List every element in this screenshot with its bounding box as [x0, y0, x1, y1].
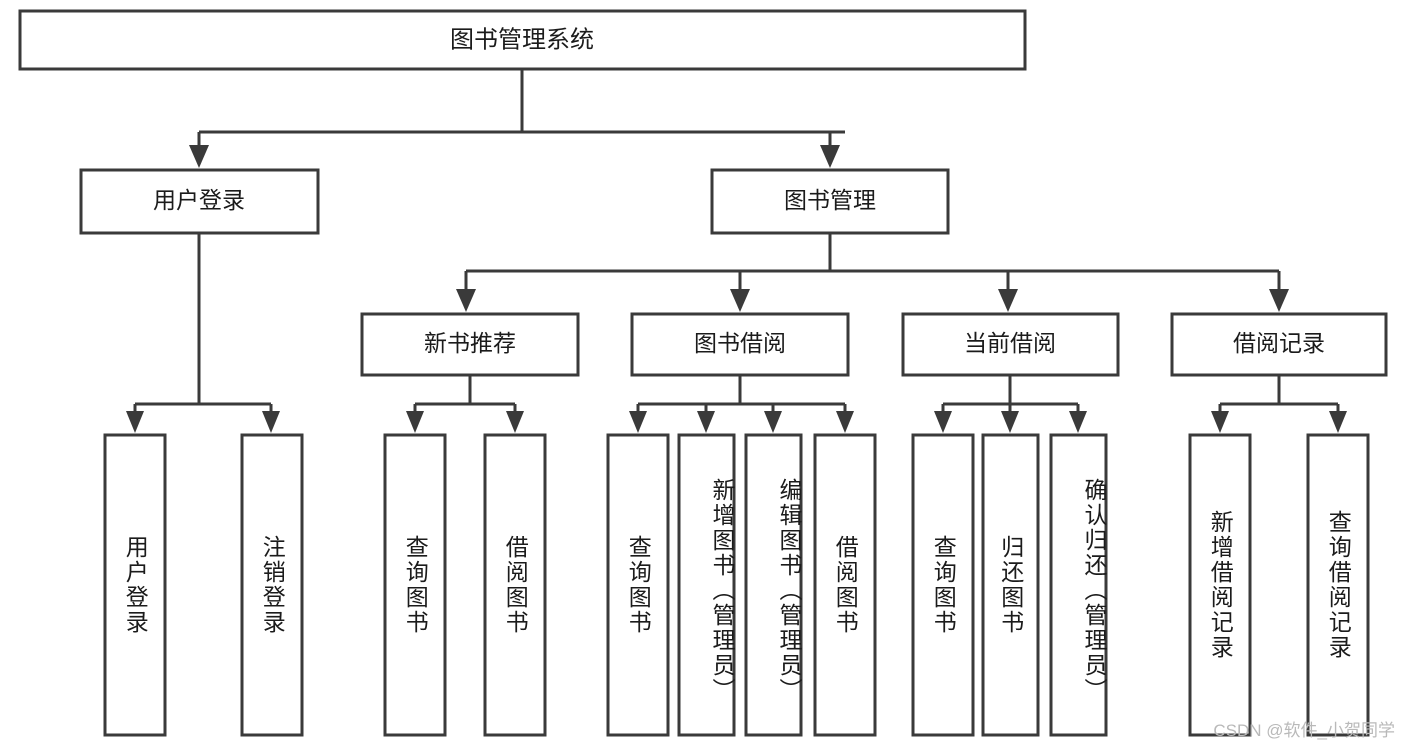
node-new-book-rec[interactable]: 新书推荐: [360, 312, 580, 377]
node-leaf-add-book-admin-box[interactable]: [677, 433, 736, 737]
node-leaf-user-logout-box[interactable]: [240, 433, 304, 737]
connector-group-book-manage-to-level3: [456, 233, 1289, 312]
arrowhead-leaf-add-book-admin: [697, 411, 715, 433]
node-leaf-query-book-brw-box[interactable]: [606, 433, 670, 737]
node-book-borrow-label: 图书借阅: [694, 330, 786, 356]
arrowhead-borrow-record: [1269, 289, 1289, 312]
node-borrow-record-label: 借阅记录: [1233, 330, 1325, 356]
node-root-box[interactable]: [18, 9, 1027, 71]
arrowhead-book-manage: [820, 145, 840, 168]
node-borrow-record[interactable]: 借阅记录: [1170, 312, 1388, 377]
node-new-book-rec-box[interactable]: [360, 312, 580, 377]
node-borrow-record-box[interactable]: [1170, 312, 1388, 377]
node-current-borrow-label: 当前借阅: [964, 330, 1056, 356]
node-leaf-borrow-book-brw-box[interactable]: [813, 433, 877, 737]
node-user-login-label: 用户登录: [153, 187, 245, 213]
leaf-boxes-group: [103, 433, 1370, 737]
node-leaf-return-book-box[interactable]: [981, 433, 1040, 737]
node-book-borrow[interactable]: 图书借阅: [630, 312, 850, 377]
arrowhead-leaf-return-book: [1001, 411, 1019, 433]
connector-group-root-to-level2: [189, 69, 845, 168]
node-root[interactable]: 图书管理系统: [18, 9, 1027, 71]
connector-group-new-book-rec-to-leaves: [406, 375, 524, 433]
arrowhead-leaf-add-borrow-record: [1211, 411, 1229, 433]
node-current-borrow[interactable]: 当前借阅: [901, 312, 1120, 377]
node-book-borrow-box[interactable]: [630, 312, 850, 377]
arrowhead-new-book-rec: [456, 289, 476, 312]
arrowhead-leaf-borrow-book-rec: [506, 411, 524, 433]
node-current-borrow-box[interactable]: [901, 312, 1120, 377]
connector-group-user-login-to-leaves: [126, 233, 280, 433]
arrowhead-book-borrow: [730, 289, 750, 312]
arrowhead-leaf-query-book-cur: [934, 411, 952, 433]
node-new-book-rec-label: 新书推荐: [424, 330, 516, 356]
node-leaf-add-borrow-record-box[interactable]: [1188, 433, 1252, 737]
connector-group-book-borrow-to-leaves: [629, 375, 854, 433]
arrowhead-user-login: [189, 145, 209, 168]
csdn-watermark: CSDN @软件_小贺同学: [1213, 721, 1395, 740]
arrowhead-leaf-edit-book-admin: [764, 411, 782, 433]
node-leaf-query-book-rec-box[interactable]: [383, 433, 447, 737]
arrowhead-leaf-user-logout: [262, 411, 280, 433]
arrowhead-leaf-query-book-brw: [629, 411, 647, 433]
arrowhead-current-borrow: [998, 289, 1018, 312]
arrowhead-leaf-user-login: [126, 411, 144, 433]
arrowhead-leaf-borrow-book-brw: [836, 411, 854, 433]
node-leaf-confirm-return-admin-box[interactable]: [1049, 433, 1108, 737]
connector-group-borrow-record-to-leaves: [1211, 375, 1347, 433]
node-book-manage-box[interactable]: [710, 168, 950, 235]
arrowhead-leaf-query-borrow-record: [1329, 411, 1347, 433]
node-user-login-box[interactable]: [79, 168, 320, 235]
arrowhead-leaf-confirm-return-admin: [1069, 411, 1087, 433]
node-book-manage-label: 图书管理: [784, 187, 876, 213]
arrowhead-leaf-query-book-rec: [406, 411, 424, 433]
node-leaf-edit-book-admin-box[interactable]: [744, 433, 803, 737]
node-leaf-query-book-cur-box[interactable]: [911, 433, 975, 737]
node-leaf-query-borrow-record-box[interactable]: [1306, 433, 1370, 737]
connector-group-current-borrow-to-leaves: [934, 375, 1087, 433]
node-leaf-borrow-book-rec-box[interactable]: [483, 433, 547, 737]
node-root-label: 图书管理系统: [450, 26, 594, 53]
node-user-login[interactable]: 用户登录: [79, 168, 320, 235]
node-leaf-user-login-box[interactable]: [103, 433, 167, 737]
node-book-manage[interactable]: 图书管理: [710, 168, 950, 235]
